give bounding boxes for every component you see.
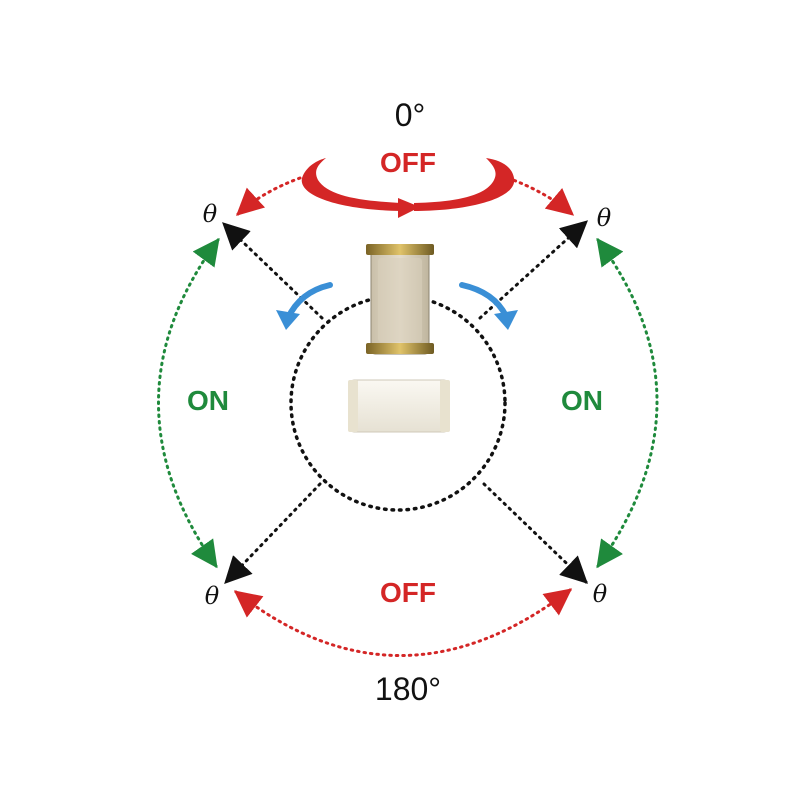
axis-arrow-top-left (222, 222, 324, 320)
angle-label-top: 0° (395, 97, 426, 133)
theta-label-bottom-left: θ (205, 582, 220, 610)
on-arc-left (157, 237, 220, 569)
state-label-on-left: ON (187, 385, 229, 416)
state-label-on-right: ON (561, 385, 603, 416)
state-label-off-top: OFF (380, 147, 436, 178)
rotation-arrow-icon (301, 158, 515, 218)
off-arc-bottom (233, 588, 573, 657)
on-arc-right (596, 237, 659, 569)
axis-arrow-bottom-left (224, 482, 322, 584)
tilt-right-arrow-icon (459, 282, 518, 330)
angle-label-bottom: 180° (375, 671, 441, 707)
state-label-off-bottom: OFF (380, 577, 436, 608)
off-arc-top-right (506, 176, 575, 216)
theta-label-bottom-right: θ (593, 580, 608, 608)
off-arc-top-left (236, 176, 302, 216)
switch-component-upright (366, 244, 434, 355)
tilt-left-arrow-icon (276, 282, 333, 330)
axis-arrow-bottom-right (482, 482, 588, 584)
theta-label-top-right: θ (597, 204, 612, 232)
switch-component-flat (348, 379, 450, 433)
theta-label-top-left: θ (203, 200, 218, 228)
